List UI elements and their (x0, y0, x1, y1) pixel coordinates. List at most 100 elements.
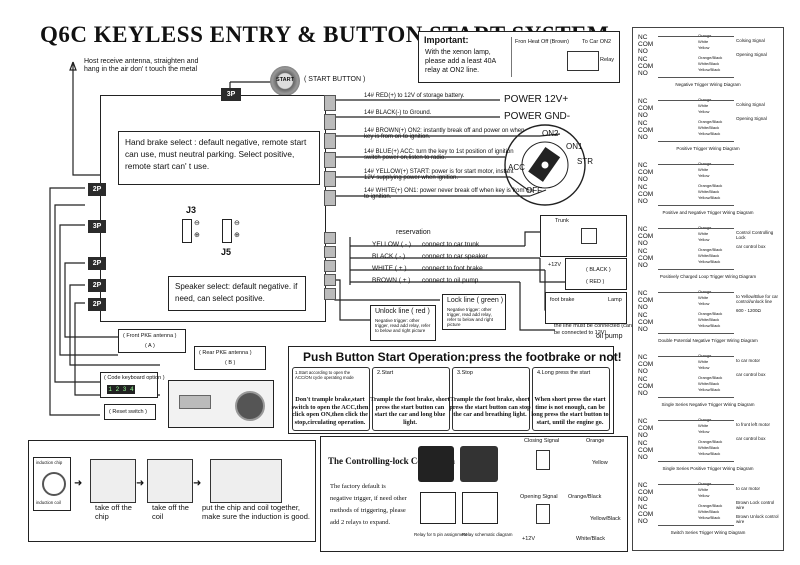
relay-pin-label: COM (638, 41, 654, 48)
wire-color-label: Orange/Black (698, 439, 723, 444)
wire-color-label: Orange/Black (698, 183, 723, 188)
wire-color-label: Yellow/Black (698, 67, 721, 72)
trigger-wiring-panel (632, 27, 784, 551)
wire-color-label: Orange (698, 481, 712, 486)
start-button-photo (168, 380, 274, 428)
wire-color-label: Orange/Black (698, 311, 723, 316)
push-step-2-label: 2.Start (377, 370, 394, 376)
jumper-j5-label: J5 (221, 247, 232, 257)
relay-pin-label: NO (638, 240, 648, 247)
relay-pin-label: COM (638, 191, 654, 198)
relay-pin-label: COM (638, 233, 654, 240)
step-together-photo (210, 459, 282, 503)
code-keyboard-label: ( Code keyboard option ) (104, 375, 165, 381)
trigger-section-title: Switch Series Trigger Wiring Diagram (670, 530, 746, 535)
reservation-target-1: connect to car trunk (422, 241, 480, 248)
relay-pin-label: NC (638, 226, 648, 233)
start-button-label: ( START BUTTON ) (304, 76, 366, 83)
lamp-label: Lamp (608, 297, 622, 303)
relay-pin-label: NC (638, 34, 648, 41)
wire-color-label: Orange (698, 289, 712, 294)
wire-color-label: Yellow/Black (698, 131, 721, 136)
connector-left-3p: 3P (88, 220, 106, 233)
wire-white-text: 14# WHITE(+) ON1: power never break off … (364, 188, 533, 200)
jumper-j5-plus-icon: ⊕ (234, 232, 240, 239)
relay-pin-label: NC (638, 504, 648, 511)
lock-diag-orange: Orange (586, 438, 605, 444)
speaker-black-label: ( BLACK ) (586, 267, 611, 273)
signal-label: to car motor (736, 486, 761, 491)
wire-color-label: Yellow (698, 173, 710, 178)
relay-schematic (462, 492, 498, 524)
speaker-note: Speaker select: default negative. if nee… (168, 276, 306, 311)
wire-brown-text: 14# BROWN(+) ON2: instantly break off an… (364, 128, 525, 140)
rear-antenna-label: ( Rear PKE antenna ) (199, 350, 252, 356)
wire-color-label: Orange/Black (698, 119, 723, 124)
trunk-label: Trunk (555, 218, 569, 224)
chip-coil-image: induction chip induction coil (33, 457, 71, 511)
code-keyboard: ( Code keyboard option ) 1 2 3 4 (100, 372, 165, 398)
jumper-j3-plus-icon: ⊕ (194, 232, 200, 239)
rear-antenna: ( Rear PKE antenna ) ( B ) (194, 346, 266, 370)
wire-color-label: White (698, 359, 709, 364)
relay-pin-label: NC (638, 312, 648, 319)
wire-color-label: Yellow/Black (698, 259, 721, 264)
step-coil-text: take off the coil (152, 503, 189, 521)
lock-diag-opening: Opening Signal (520, 494, 558, 500)
relay-pin-label: NC (638, 248, 648, 255)
relay-mini-diagram: Fron Heat Off (Brown) To Car ON2 Relay (511, 37, 616, 77)
signal-label: car control box (736, 372, 766, 377)
relay-pin-label: NC (638, 482, 648, 489)
wire-color-label: White (698, 231, 709, 236)
wire-color-label: White (698, 295, 709, 300)
push-step-4-label: 4.Long press the start (537, 370, 591, 376)
wire-color-label: Yellow (698, 429, 710, 434)
relay-pin-label: NO (638, 134, 648, 141)
power-pin-block (324, 92, 336, 206)
hand-brake-note: Hand brake select : default negative, re… (118, 131, 320, 185)
reservation-target-4: connect to oil pump (422, 277, 479, 284)
foot-brake-label: foot brake (550, 297, 575, 303)
reservation-wire-3: WHITE ( + ) (372, 265, 407, 272)
lock-wiring-diagram: Closing Signal Orange Yellow Opening Sig… (506, 438, 621, 546)
relay-pin-label: NO (638, 518, 648, 525)
relay-pin-label: NC (638, 440, 648, 447)
relay-pin-label: NO (638, 262, 648, 269)
arrow-right-icon: ➜ (136, 478, 145, 489)
trigger-section-title: Single Series Negative Trigger Wiring Di… (661, 402, 755, 407)
wire-lines (658, 164, 734, 206)
signal-label: car control box (736, 244, 766, 249)
wire-color-label: Yellow/Black (698, 195, 721, 200)
lock-title: Lock line ( green ) (447, 297, 504, 304)
wire-color-label: White/Black (698, 317, 720, 322)
step-chip-photo (90, 459, 136, 503)
controlling-lock-text: The factory default is negative trigger,… (330, 483, 407, 526)
signal-label: 600 - 1200Ω (736, 308, 761, 313)
reservation-wire-1: YELLOW ( - ) (372, 241, 412, 248)
relay-pin-label: COM (638, 447, 654, 454)
jumper-j3[interactable] (182, 219, 192, 243)
jumper-j5[interactable] (222, 219, 232, 243)
power-gnd-label: POWER GND- (504, 111, 571, 122)
relay-pin-label: NO (638, 496, 648, 503)
start-button-image[interactable]: START (270, 66, 300, 96)
trunk-diagram: Trunk (540, 215, 627, 257)
relay-photo-2 (460, 446, 498, 482)
wire-color-label: White/Black (698, 125, 720, 130)
push-step-4-desc: When short press the start time is not e… (531, 396, 609, 426)
push-start-title: Push Button Start Operation:press the fo… (303, 350, 622, 364)
push-step-1-desc: Don't trample brake,start switch to open… (291, 396, 369, 426)
reset-switch[interactable]: ( Reset switch ) (104, 404, 156, 420)
signal-label: Colsing Signal (736, 102, 765, 107)
reservation-pin-block (324, 230, 336, 300)
signal-label: Opening Signal (736, 116, 767, 121)
signal-label: car control box (736, 436, 766, 441)
wire-red-text: 14# RED(+) to 12V of storage battery. (364, 93, 465, 99)
jumper-j3-label: J3 (186, 205, 197, 215)
ignition-on2-label: ON2 (542, 129, 559, 138)
relay-pin-label: COM (638, 127, 654, 134)
signal-label: Opening Signal (736, 52, 767, 57)
wire-color-label: White/Black (698, 253, 720, 258)
